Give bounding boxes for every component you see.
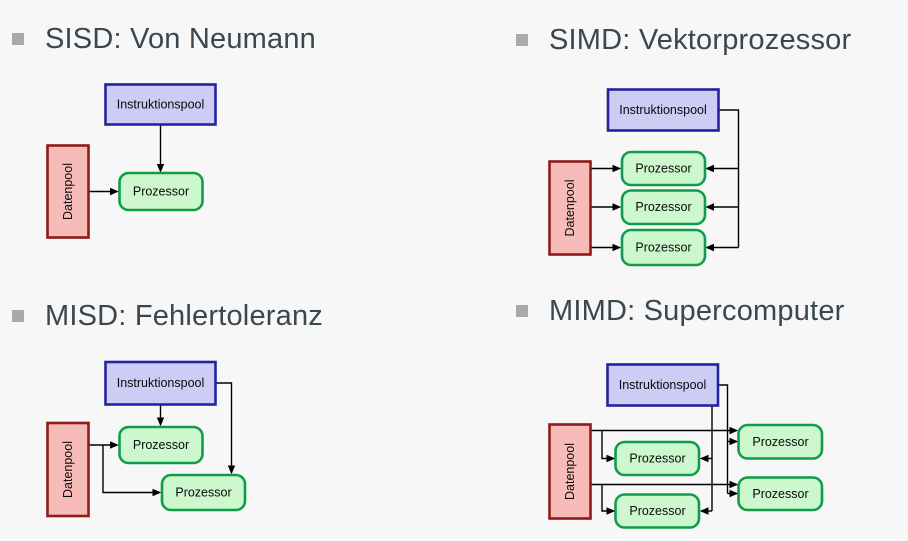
- instruction-pool-label: Instruktionspool: [117, 98, 205, 112]
- mimd-processor-box-3: [737, 423, 824, 460]
- mimd-processor-box-1: [614, 440, 701, 477]
- simd-processor-box-3: [620, 228, 707, 267]
- data-pool-label: Datenpool: [563, 443, 577, 500]
- misd-diagram: Instruktionspool Datenpool Prozessor Pro…: [46, 360, 247, 518]
- misd-instruction-pool-box: [104, 360, 217, 406]
- processor-label: Prozessor: [629, 452, 685, 466]
- mimd-instruction-pool-box: [606, 363, 720, 407]
- quadrant-title-misd: MISD: Fehlertoleranz: [12, 300, 323, 332]
- simd-instruction-bus-wire: [718, 109, 740, 248]
- mimd-arrow-data-to-processor-2: [601, 484, 616, 515]
- mimd-processor-box-2: [614, 493, 701, 529]
- mimd-data-pool-box: [548, 423, 592, 520]
- quadrant-title-text: MISD: Fehlertoleranz: [45, 299, 323, 332]
- simd-diagram: Instruktionspool Datenpool Prozessor Pro…: [548, 88, 740, 267]
- sisd-instruction-pool-box: [104, 83, 217, 126]
- sisd-data-pool-box: [46, 144, 90, 239]
- simd-instruction-pool-box: [606, 88, 720, 132]
- bullet-square-icon: [516, 34, 528, 46]
- processor-label: Prozessor: [175, 486, 231, 500]
- processor-label: Prozessor: [629, 504, 685, 518]
- bullet-square-icon: [12, 310, 24, 322]
- simd-data-pool-box: [548, 160, 592, 256]
- processor-label: Prozessor: [133, 185, 189, 199]
- bullet-square-icon: [12, 33, 24, 45]
- processor-label: Prozessor: [752, 435, 808, 449]
- processor-label: Prozessor: [635, 200, 691, 214]
- mimd-instruction-bus-right-wire: [718, 384, 729, 494]
- misd-data-pool-box: [46, 421, 90, 518]
- processor-label: Prozessor: [752, 487, 808, 501]
- sisd-processor-box: [118, 171, 204, 212]
- misd-processor-box-1: [118, 425, 204, 465]
- misd-processor-box-2: [160, 473, 247, 512]
- bullet-square-icon: [516, 305, 528, 317]
- quadrant-title-simd: SIMD: Vektorprozessor: [516, 24, 851, 56]
- mimd-diagram: Instruktionspool Datenpool Prozessor Pro…: [548, 363, 824, 529]
- processor-label: Prozessor: [635, 241, 691, 255]
- quadrant-title-text: SIMD: Vektorprozessor: [549, 23, 852, 56]
- processor-label: Prozessor: [133, 438, 189, 452]
- data-pool-label: Datenpool: [61, 441, 75, 498]
- processor-label: Prozessor: [635, 162, 691, 176]
- instruction-pool-label: Instruktionspool: [619, 103, 707, 117]
- misd-arrow-instruction-to-processor-2: [215, 382, 236, 475]
- mimd-arrow-data-to-processor-1: [601, 430, 616, 463]
- simd-processor-box-1: [620, 150, 707, 187]
- instruction-pool-label: Instruktionspool: [619, 378, 707, 392]
- quadrant-title-text: MIMD: Supercomputer: [549, 294, 845, 327]
- instruction-pool-label: Instruktionspool: [117, 376, 205, 390]
- quadrant-title-sisd: SISD: Von Neumann: [12, 23, 316, 55]
- misd-arrow-data-to-processor-2: [102, 445, 162, 497]
- simd-processor-box-2: [620, 189, 707, 226]
- quadrant-title-mimd: MIMD: Supercomputer: [516, 295, 845, 327]
- data-pool-label: Datenpool: [563, 180, 577, 237]
- mimd-processor-box-4: [737, 476, 824, 512]
- sisd-diagram: Instruktionspool Datenpool Prozessor: [46, 83, 217, 239]
- quadrant-title-text: SISD: Von Neumann: [45, 22, 316, 55]
- data-pool-label: Datenpool: [61, 163, 75, 220]
